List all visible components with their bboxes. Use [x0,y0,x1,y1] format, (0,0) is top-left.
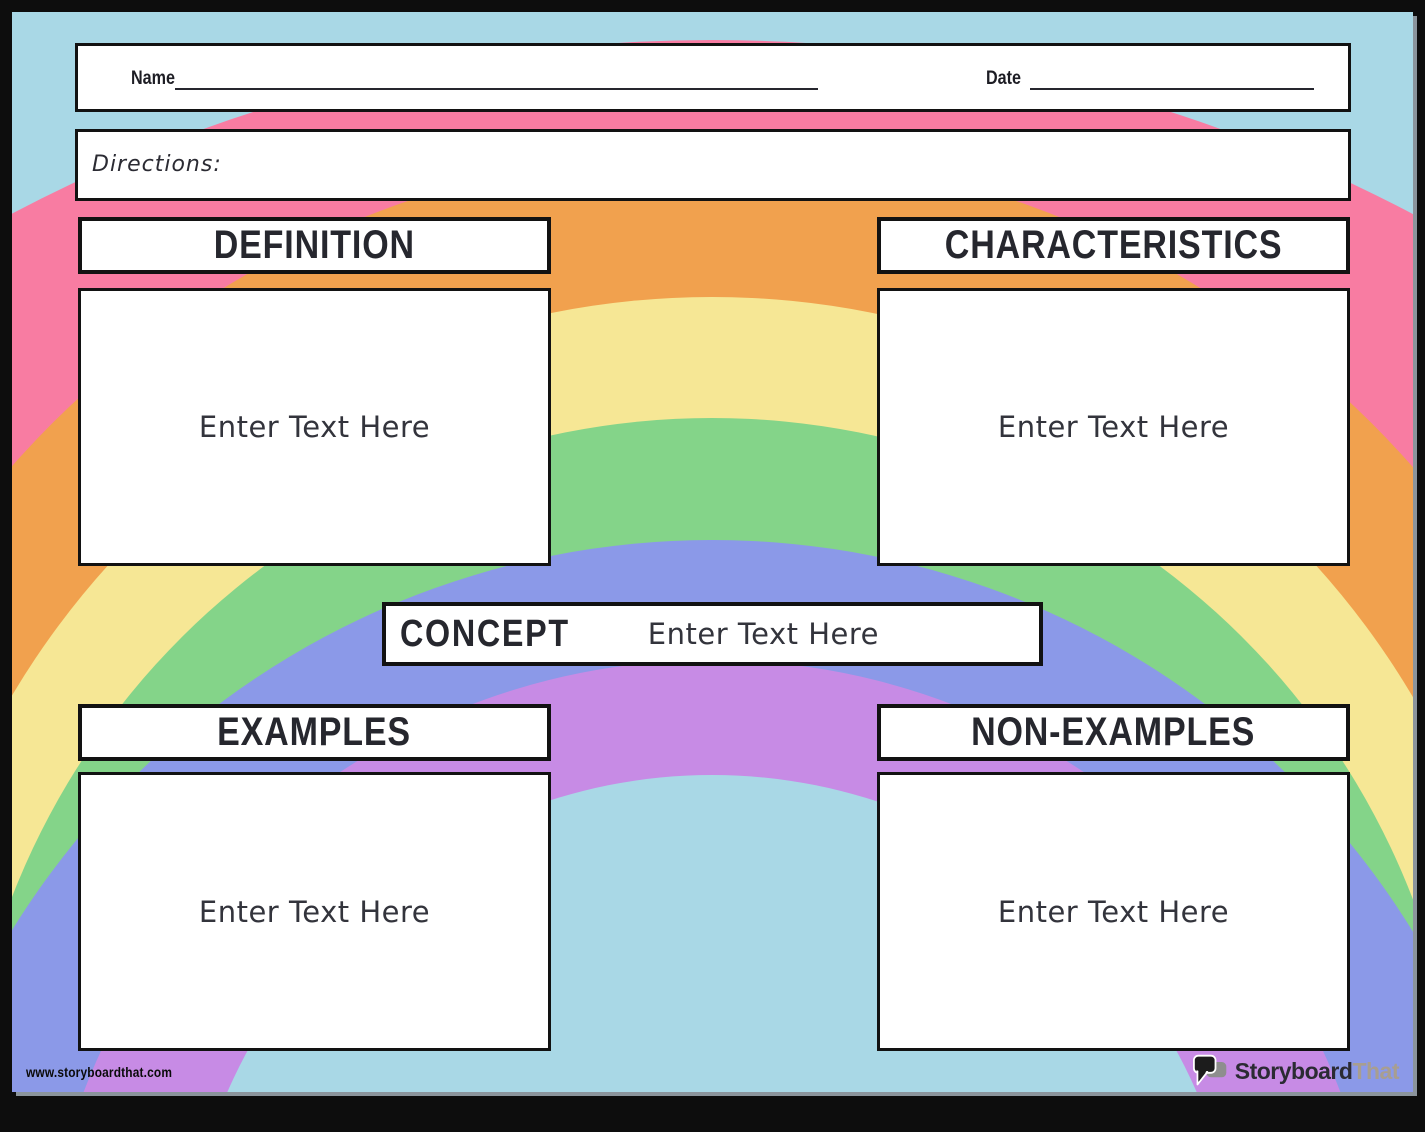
concept-placeholder[interactable]: Enter Text Here [647,617,879,651]
name-date-box: Name Date [75,43,1351,112]
definition-placeholder[interactable]: Enter Text Here [198,410,431,444]
characteristics-header: CHARACTERISTICS [877,217,1350,274]
characteristics-placeholder[interactable]: Enter Text Here [997,410,1230,444]
name-label: Name [131,68,175,89]
non-examples-title: NON-EXAMPLES [971,710,1256,754]
concept-title: CONCEPT [400,612,570,655]
logo-that-text: That [1352,1057,1399,1084]
characteristics-title: CHARACTERISTICS [944,223,1283,267]
name-input-line[interactable] [175,68,818,90]
date-input-line[interactable] [1030,68,1314,90]
concept-box: CONCEPT Enter Text Here [382,602,1043,666]
non-examples-placeholder[interactable]: Enter Text Here [997,894,1230,929]
directions-box[interactable]: Directions: [75,129,1351,201]
storyboardthat-logo[interactable]: StoryboardThat [1192,1054,1400,1088]
logo-wordmark: StoryboardThat [1234,1057,1400,1085]
examples-header: EXAMPLES [78,704,551,761]
directions-label: Directions: [92,152,222,177]
logo-storyboard-text: Storyboard [1234,1057,1353,1084]
non-examples-header: NON-EXAMPLES [877,704,1350,761]
examples-text-area[interactable]: Enter Text Here [78,772,551,1051]
definition-title: DEFINITION [213,223,416,267]
website-url: www.storyboardthat.com [26,1064,173,1080]
worksheet-page: Name Date Directions: DEFINITION Enter T… [12,12,1413,1092]
examples-title: EXAMPLES [217,710,412,754]
definition-text-area[interactable]: Enter Text Here [78,288,551,566]
speech-bubbles-icon [1192,1054,1227,1086]
date-label: Date [986,68,1022,89]
examples-placeholder[interactable]: Enter Text Here [198,894,431,929]
non-examples-text-area[interactable]: Enter Text Here [877,772,1350,1051]
characteristics-text-area[interactable]: Enter Text Here [877,288,1350,566]
definition-header: DEFINITION [78,217,551,274]
